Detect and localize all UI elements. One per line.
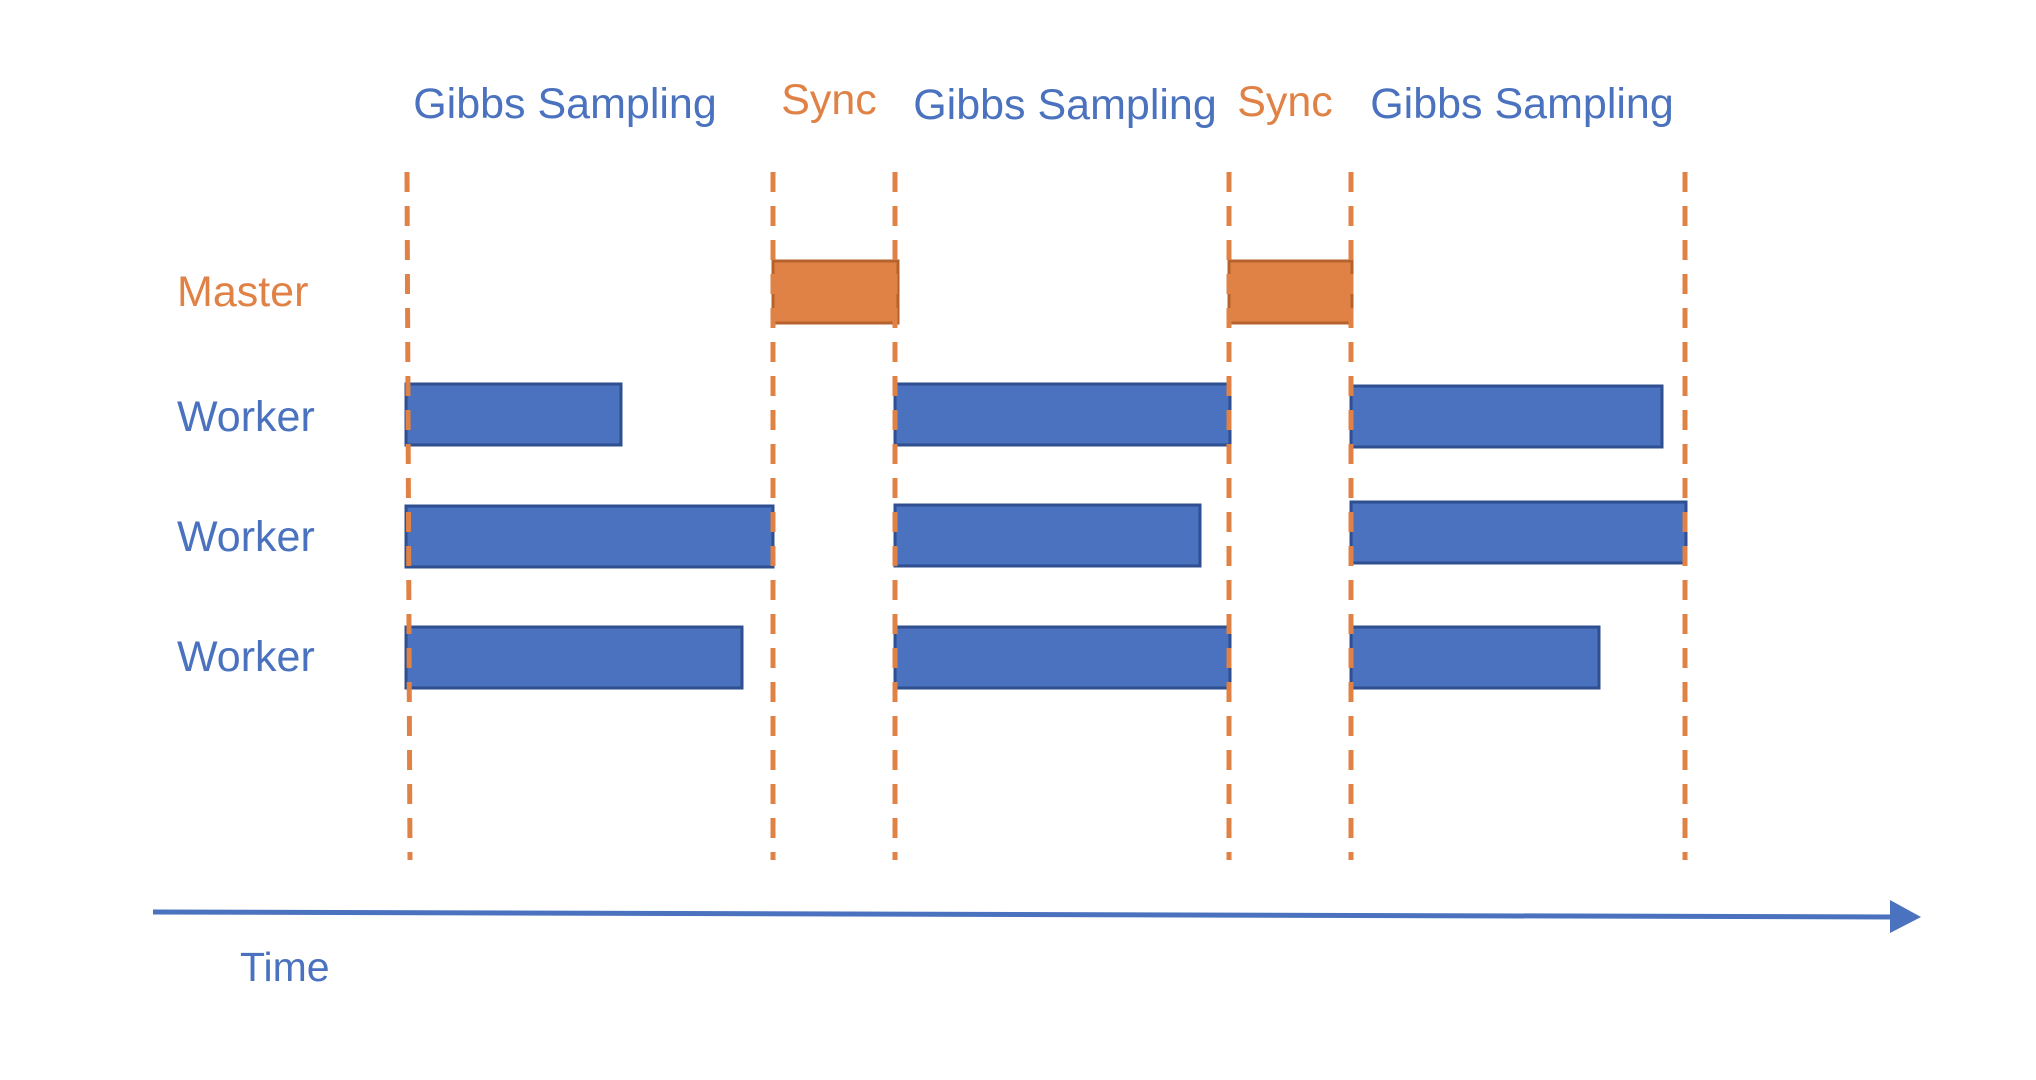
phase-label-sampling-2: Gibbs Sampling <box>913 81 1217 129</box>
worker-3-sampling-bar-3 <box>1349 625 1601 690</box>
worker-2-sampling-bar-3 <box>1349 500 1688 565</box>
row-label-worker-1: Worker <box>177 393 315 441</box>
phase-label-sync-1: Sync <box>781 76 877 124</box>
worker-3-sampling-bar-2 <box>893 625 1232 690</box>
worker-1-sampling-bar-3 <box>1349 384 1664 449</box>
worker-2-sampling-bar-1 <box>404 504 775 569</box>
phase-label-sampling-3: Gibbs Sampling <box>1370 80 1674 128</box>
worker-2-sampling-bar-2 <box>893 503 1202 568</box>
master-sync-bar-2 <box>1227 259 1354 325</box>
master-sync-bar-1 <box>771 259 900 325</box>
row-label-worker-2: Worker <box>177 513 315 561</box>
worker-1-sampling-bar-1 <box>404 382 623 447</box>
worker-3-sampling-bar-1 <box>404 625 744 690</box>
time-axis-line <box>152 909 1896 920</box>
phase-label-sampling-1: Gibbs Sampling <box>413 80 717 128</box>
row-label-worker-3: Worker <box>177 633 315 681</box>
worker-1-sampling-bar-2 <box>893 382 1232 447</box>
arrow-right-icon <box>1890 900 1921 933</box>
phase-divider-1 <box>404 171 413 861</box>
phase-label-sync-2: Sync <box>1237 78 1333 126</box>
time-axis-label: Time <box>240 944 330 990</box>
row-label-master: Master <box>177 268 308 316</box>
